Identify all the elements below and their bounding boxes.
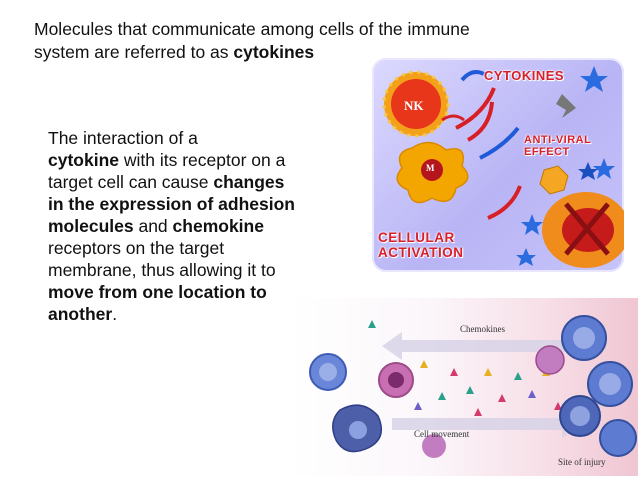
chemokine-particle bbox=[528, 390, 536, 398]
cellular-line2: ACTIVATION bbox=[378, 245, 464, 260]
cytokine-artwork bbox=[382, 66, 624, 268]
cell-right-3-nucleus bbox=[570, 406, 590, 426]
antiviral-label: ANTI-VIRAL EFFECT bbox=[524, 134, 591, 158]
chemokine-particle bbox=[414, 402, 422, 410]
body-segment: with its receptor on a target cell can c… bbox=[48, 150, 286, 192]
cell-right-2-nucleus bbox=[599, 373, 621, 395]
cell-right-4 bbox=[535, 345, 565, 375]
body-segment: The interaction of a bbox=[48, 128, 198, 148]
nk-label: NK bbox=[404, 98, 424, 113]
arrow-blue-1 bbox=[460, 70, 485, 82]
cellular-activation-label: CELLULAR ACTIVATION bbox=[378, 230, 464, 260]
chemokine-particle bbox=[554, 402, 562, 410]
orange-virus bbox=[539, 165, 569, 195]
chemokine-particle bbox=[420, 360, 428, 368]
star-2 bbox=[593, 158, 615, 179]
cell-right-1-nucleus bbox=[573, 327, 595, 349]
chemokine-illustration: Chemokines Cell movement Site of injury bbox=[292, 298, 638, 476]
body-segment-bold: chemokine bbox=[172, 216, 264, 236]
nk-cell-spikes bbox=[382, 70, 450, 138]
cell-left-1-nucleus bbox=[319, 363, 337, 381]
chemokine-particle bbox=[368, 320, 376, 328]
body-segment-bold: cytokine bbox=[48, 150, 119, 170]
chemokine-particle bbox=[484, 368, 492, 376]
site-of-injury-label: Site of injury bbox=[558, 457, 606, 467]
body-segment: receptors on the target membrane, thus a… bbox=[48, 238, 276, 280]
antiviral-line1: ANTI-VIRAL bbox=[524, 134, 592, 146]
body-segment-bold: move from one location to another bbox=[48, 282, 267, 324]
macrophage-label: M bbox=[426, 163, 435, 173]
gray-arrow bbox=[556, 94, 576, 118]
arrow-red-2 bbox=[466, 101, 494, 142]
cytokines-label: CYTOKINES bbox=[484, 68, 565, 83]
slide-body-text: The interaction of a cytokine with its r… bbox=[48, 127, 298, 325]
nk-cell bbox=[391, 79, 441, 129]
chemokine-particle bbox=[514, 372, 522, 380]
star-3 bbox=[578, 162, 598, 180]
chemokine-particle bbox=[474, 408, 482, 416]
slide-title-line2: system are referred to as bbox=[34, 42, 234, 62]
arrow-blue-2 bbox=[479, 126, 520, 160]
cell-movement-label: Cell movement bbox=[414, 429, 470, 439]
chemokine-artwork bbox=[309, 315, 637, 458]
star-1 bbox=[580, 66, 608, 92]
slide-title-line1: Molecules that communicate among cells o… bbox=[34, 19, 470, 39]
cellular-line1: CELLULAR bbox=[378, 230, 455, 245]
star-4 bbox=[521, 214, 543, 235]
cell-right-5 bbox=[599, 419, 637, 457]
chemokine-particle bbox=[438, 392, 446, 400]
chemokine-arrow bbox=[382, 332, 582, 360]
arrow-red-1 bbox=[455, 87, 496, 130]
cell-left-2-nucleus bbox=[388, 372, 404, 388]
body-segment-bold: changes in the expression of adhesion mo… bbox=[48, 172, 295, 236]
cell-left-4 bbox=[422, 434, 446, 458]
movement-arrow bbox=[392, 410, 584, 438]
body-segment: and bbox=[133, 216, 173, 236]
macrophage-nucleus bbox=[421, 159, 443, 181]
chemokine-particle bbox=[450, 368, 458, 376]
chemokine-particle bbox=[466, 386, 474, 394]
antiviral-line2: EFFECT bbox=[524, 146, 570, 158]
slide-title-keyword: cytokines bbox=[233, 42, 315, 62]
cytokine-illustration: NK M CYTOKINES ANTI-VIRAL EFFECT CELLULA… bbox=[372, 58, 624, 272]
arrow-red-4 bbox=[487, 185, 522, 220]
chemokines-label: Chemokines bbox=[460, 324, 505, 334]
body-segment: . bbox=[112, 304, 118, 324]
arrow-red-3 bbox=[441, 114, 465, 122]
slide-title: Molecules that communicate among cells o… bbox=[34, 18, 594, 64]
cell-left-3-nucleus bbox=[349, 421, 367, 439]
chemokine-particle bbox=[498, 394, 506, 402]
star-5 bbox=[516, 248, 536, 266]
cross-line-2 bbox=[564, 202, 610, 256]
